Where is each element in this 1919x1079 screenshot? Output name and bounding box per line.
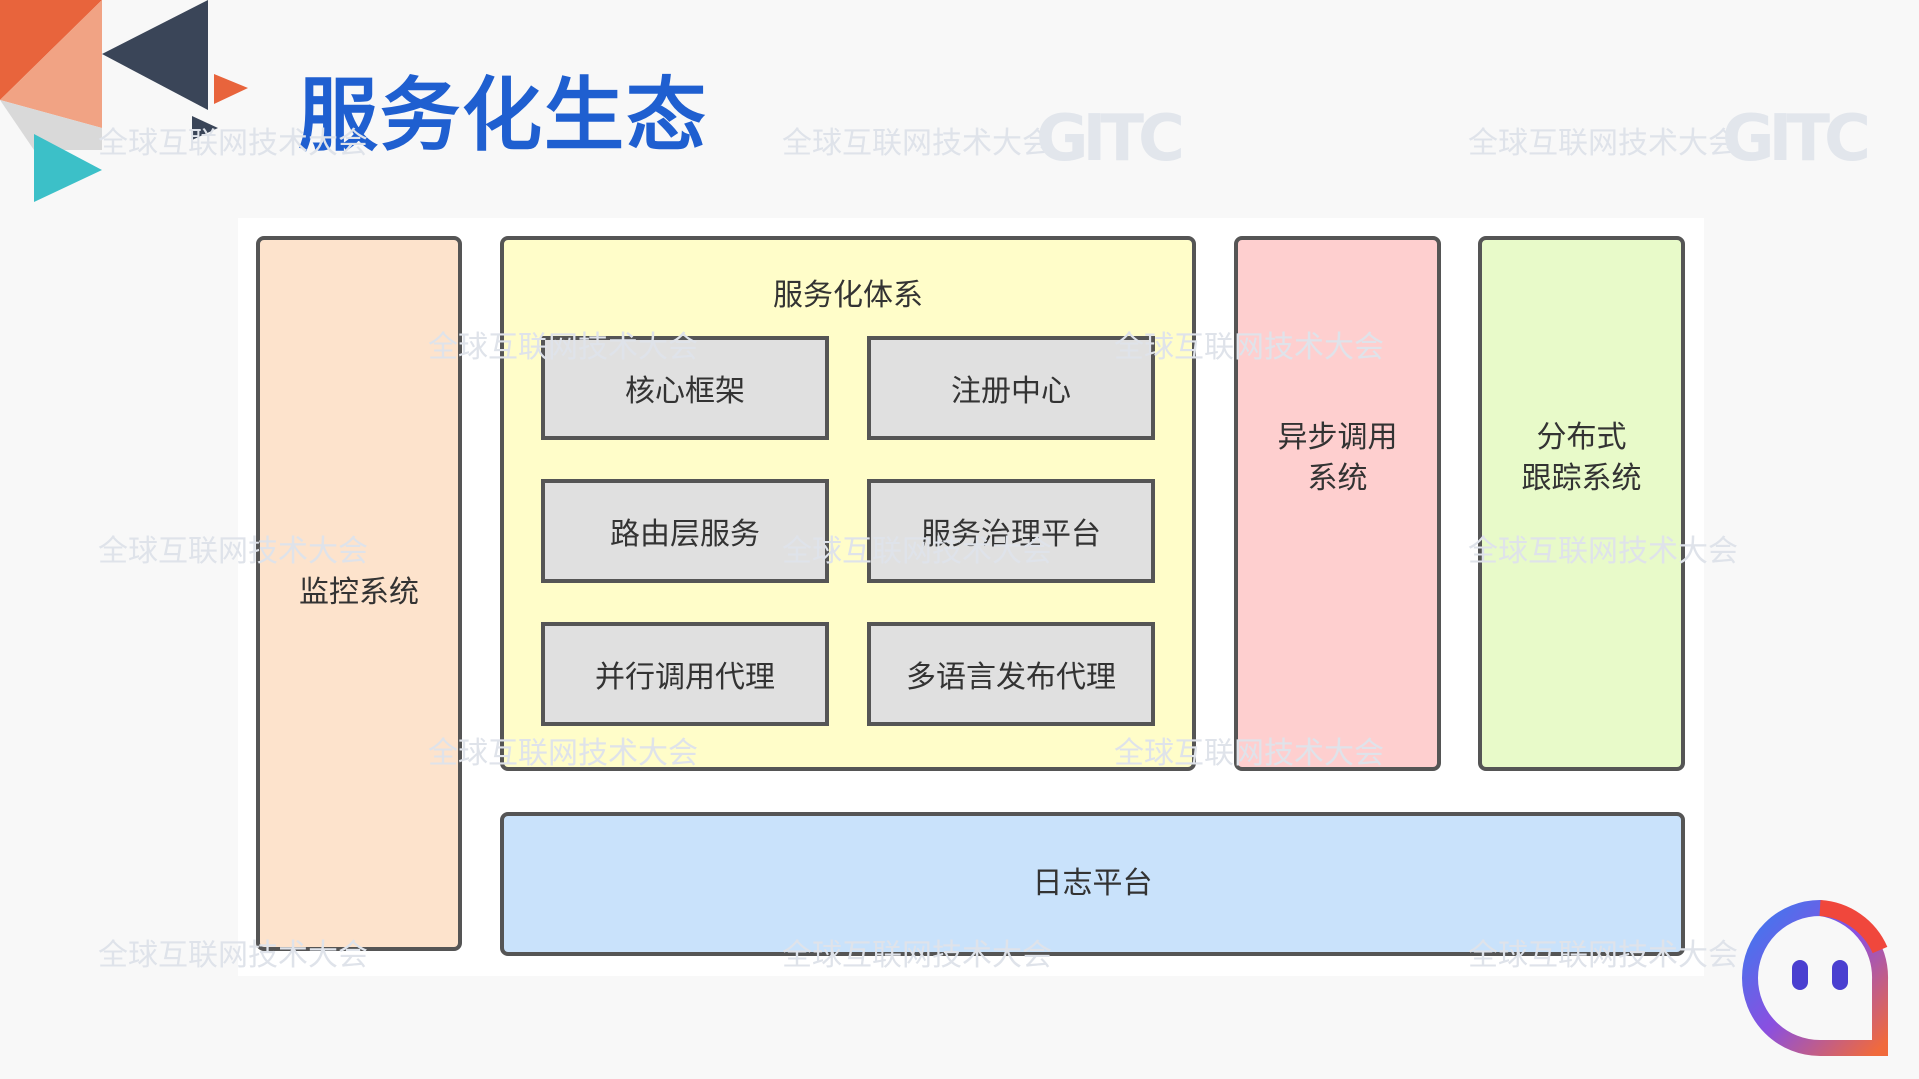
service-system-title: 服务化体系	[773, 278, 923, 313]
async-call-system-box: 异步调用 系统	[1234, 236, 1441, 771]
architecture-diagram: 监控系统 服务化体系 核心框架 注册中心 路由层服务 服务治理平台 并行调用代理…	[238, 218, 1704, 976]
triangles-decoration-icon	[0, 0, 248, 202]
core-framework-box: 核心框架	[541, 336, 829, 440]
registry-center-box: 注册中心	[867, 336, 1155, 440]
async-call-label-line1: 异步调用	[1277, 420, 1398, 455]
watermark-logo: GITC	[1722, 102, 1871, 176]
parallel-call-proxy-box: 并行调用代理	[541, 622, 829, 726]
multilang-publish-proxy-box: 多语言发布代理	[867, 622, 1155, 726]
distributed-trace-label-line2: 跟踪系统	[1521, 460, 1642, 496]
watermark-text: 全球互联网技术大会	[1468, 126, 1738, 161]
distributed-trace-box: 分布式 跟踪系统	[1478, 236, 1685, 771]
page-title: 服务化生态	[298, 69, 708, 162]
governance-platform-box: 服务治理平台	[867, 479, 1155, 583]
log-platform-label: 日志平台	[1032, 865, 1153, 901]
routing-service-box: 路由层服务	[541, 479, 829, 583]
monitor-system-label: 监控系统	[299, 575, 419, 611]
monitor-system-box: 监控系统	[256, 236, 462, 951]
async-call-label-line2: 系统	[1307, 460, 1368, 496]
distributed-trace-label-line1: 分布式	[1536, 420, 1627, 455]
chat-bubble-logo-icon	[1742, 900, 1889, 1056]
watermark-logo: GITC	[1036, 102, 1185, 176]
log-platform-box: 日志平台	[500, 812, 1685, 956]
watermark-text: 全球互联网技术大会	[782, 126, 1052, 161]
